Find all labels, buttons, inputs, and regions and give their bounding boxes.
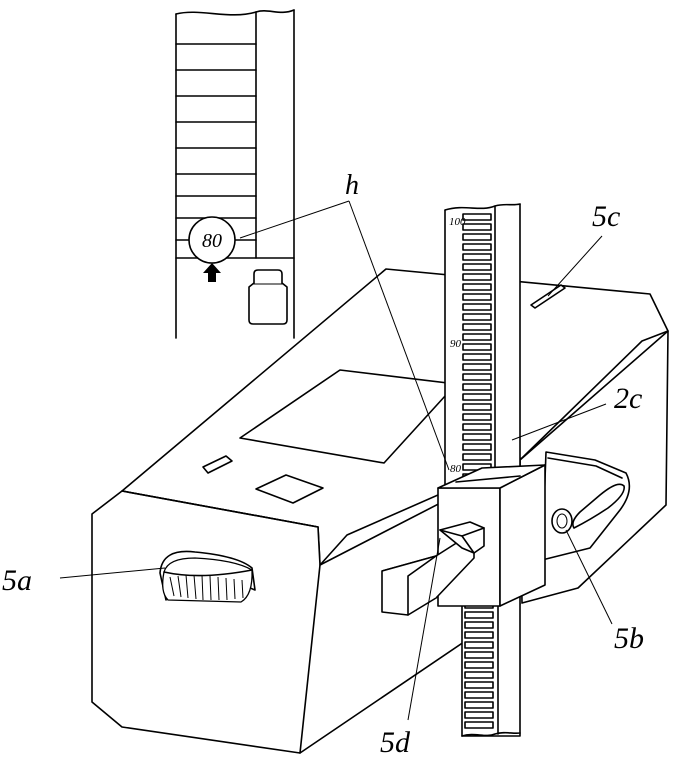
inset-break-line-right	[255, 9, 295, 14]
leader-5b	[565, 529, 613, 625]
arrow-up-icon	[203, 263, 221, 282]
slot-5c	[530, 284, 566, 309]
leader-2c	[511, 403, 607, 441]
inset-break-line-left	[175, 11, 257, 16]
housing-front-top-edge	[121, 490, 319, 528]
label-5d: 5d	[380, 726, 411, 759]
leader-h-scale	[348, 200, 450, 471]
pointer-tip-ridge	[461, 527, 485, 537]
pointer-tip	[439, 521, 485, 554]
scale-tick-80: 80	[450, 463, 462, 475]
clamp-bracket-edge	[547, 457, 623, 479]
pointer-arm-edge	[407, 555, 437, 616]
knob-5a-dial	[162, 557, 253, 603]
rack-teeth-upper	[462, 213, 492, 481]
rack-break-line-bottom	[461, 731, 521, 737]
label-5b: 5b	[614, 622, 644, 655]
leader-lines	[59, 200, 613, 721]
leader-5a	[59, 567, 166, 579]
pointer-arm-5d	[381, 521, 485, 616]
inset-jar-icon	[248, 269, 288, 325]
clamp-slot	[572, 483, 625, 529]
rack-column: 100 90 80	[444, 203, 521, 737]
label-5c: 5c	[592, 200, 620, 233]
scale-tick-100: 100	[449, 216, 466, 228]
label-5a: 5a	[2, 564, 32, 597]
rack-teeth-lower	[464, 601, 494, 729]
slider-top-edge	[455, 475, 521, 483]
inset-detail: 80	[175, 9, 295, 339]
top-button	[255, 474, 324, 504]
scale-tick-90: 90	[450, 338, 462, 350]
leader-5c	[547, 235, 603, 297]
slider-side	[499, 464, 546, 607]
housing-front-face	[91, 490, 321, 754]
knob-5a-rim	[163, 569, 253, 577]
knob-5b-center	[556, 513, 568, 529]
label-2c: 2c	[614, 382, 642, 415]
indicator-slot	[202, 455, 233, 474]
knob-5a-ticks	[169, 574, 244, 601]
inset-marker-value: 80	[202, 230, 222, 252]
leader-5d	[407, 537, 441, 721]
knob-5b	[551, 508, 573, 534]
label-h: h	[345, 170, 359, 201]
inset-rack-rungs	[175, 43, 257, 241]
leader-h-inset	[239, 200, 350, 239]
slider-top	[437, 464, 546, 489]
housing	[91, 268, 669, 754]
